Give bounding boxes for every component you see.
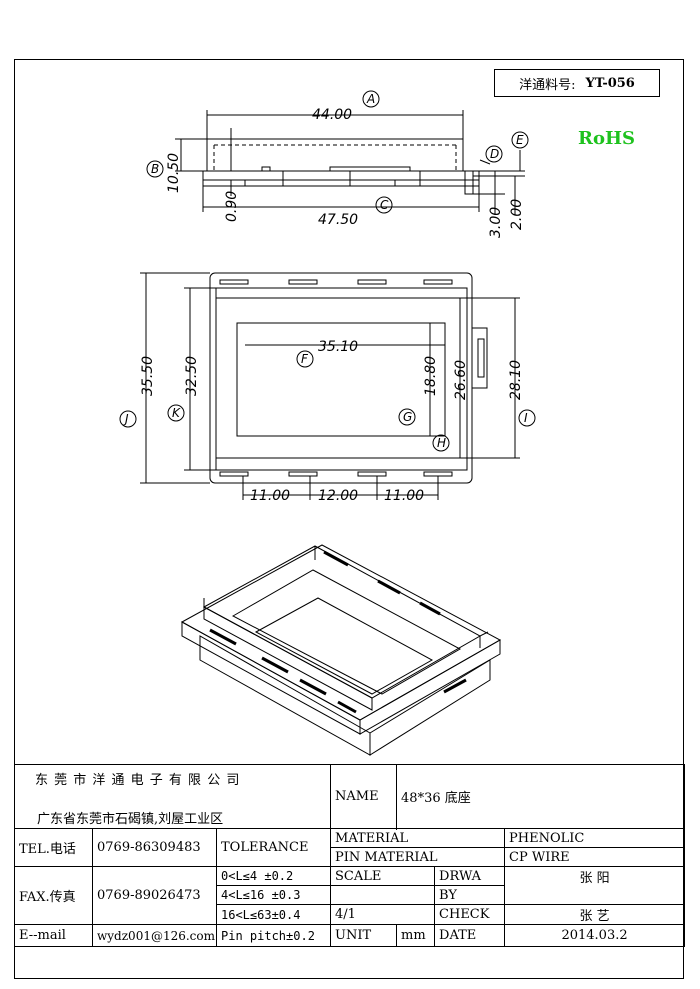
- dim-32-50: 32.50: [184, 356, 200, 396]
- company-address: 广东省东莞市石碣镇,刘屋工业区: [37, 812, 224, 827]
- drawing-border: [14, 59, 684, 979]
- part-number-value: YT-056: [585, 75, 635, 91]
- rohs-mark: RoHS: [578, 128, 635, 149]
- callout-circles: [119, 90, 536, 452]
- dim-18-80: 18.80: [423, 356, 439, 396]
- dim-28-10: 28.10: [508, 360, 524, 400]
- check-label: CHECK: [434, 904, 506, 925]
- callout-i: I: [524, 411, 528, 425]
- scale-label: SCALE: [330, 866, 436, 886]
- dim-3-00: 3.00: [488, 207, 504, 238]
- date-label: DATE: [434, 924, 506, 947]
- check-value: 张 艺: [504, 904, 686, 925]
- tolerance-label: TOLERANCE: [215, 828, 332, 867]
- email-value: wydz001@126.com: [92, 924, 217, 947]
- fax-value: 0769-89026473: [92, 866, 217, 925]
- tel-label: TEL.电话: [14, 828, 93, 867]
- company-name: 东 莞 市 洋 通 电 子 有 限 公 司: [35, 773, 241, 788]
- callout-g: G: [403, 410, 412, 424]
- scale-value: 4/1: [330, 904, 436, 925]
- callout-j: J: [123, 412, 129, 426]
- callout-d: D: [490, 147, 499, 161]
- dim-11-00-left: 11.00: [250, 488, 290, 504]
- tel-value: 0769-86309483: [92, 828, 217, 867]
- tolerance-line-3: 16<L≤63±0.4: [215, 904, 332, 925]
- date-value: 2014.03.2: [504, 924, 686, 947]
- material-value: PHENOLIC: [504, 828, 686, 848]
- callout-a: A: [366, 92, 375, 106]
- callout-f: F: [301, 352, 309, 366]
- dim-35-50: 35.50: [140, 356, 156, 396]
- dim-10-50: 10.50: [166, 153, 182, 193]
- drawn-by-label-2: BY: [434, 885, 506, 905]
- material-label: MATERIAL: [330, 828, 506, 848]
- part-number-box: 洋通料号: YT-056: [494, 69, 660, 97]
- tolerance-line-2: 4<L≤16 ±0.3: [215, 885, 332, 905]
- email-label: E--mail: [14, 924, 93, 947]
- callout-e: E: [516, 133, 524, 147]
- dim-44: 44.00: [312, 107, 352, 123]
- tolerance-line-4: Pin pitch±0.2: [215, 924, 332, 947]
- dim-0-90: 0.90: [224, 191, 240, 222]
- dim-35-10: 35.10: [318, 339, 358, 355]
- dim-12-00: 12.00: [318, 488, 358, 504]
- drawn-by-label-1: DRWA: [434, 866, 506, 886]
- part-number-label: 洋通料号:: [519, 77, 576, 93]
- unit-value: mm: [396, 924, 436, 947]
- fax-label: FAX.传真: [14, 866, 93, 925]
- dim-11-00-right: 11.00: [384, 488, 424, 504]
- pin-material-value: CP WIRE: [504, 847, 686, 867]
- dim-47-50: 47.50: [318, 212, 358, 228]
- top-view: [140, 272, 520, 500]
- name-label: NAME: [330, 764, 398, 829]
- isometric-view: [180, 544, 502, 756]
- callout-h: H: [437, 436, 446, 450]
- unit-label: UNIT: [330, 924, 398, 947]
- pin-material-label: PIN MATERIAL: [330, 847, 506, 867]
- dim-2-00: 2.00: [509, 199, 525, 230]
- side-view: [175, 110, 525, 215]
- title-block: 东 莞 市 洋 通 电 子 有 限 公 司 广东省东莞市石碣镇,刘屋工业区 NA…: [13, 764, 686, 979]
- name-value: 48*36 底座: [396, 764, 686, 829]
- tolerance-line-1: 0<L≤4 ±0.2: [215, 866, 332, 886]
- callout-b: B: [151, 162, 159, 176]
- callout-k: K: [172, 406, 181, 420]
- callout-c: C: [380, 198, 389, 212]
- drawn-by-value: 张 阳: [504, 866, 686, 905]
- dim-26-60: 26.60: [453, 360, 469, 400]
